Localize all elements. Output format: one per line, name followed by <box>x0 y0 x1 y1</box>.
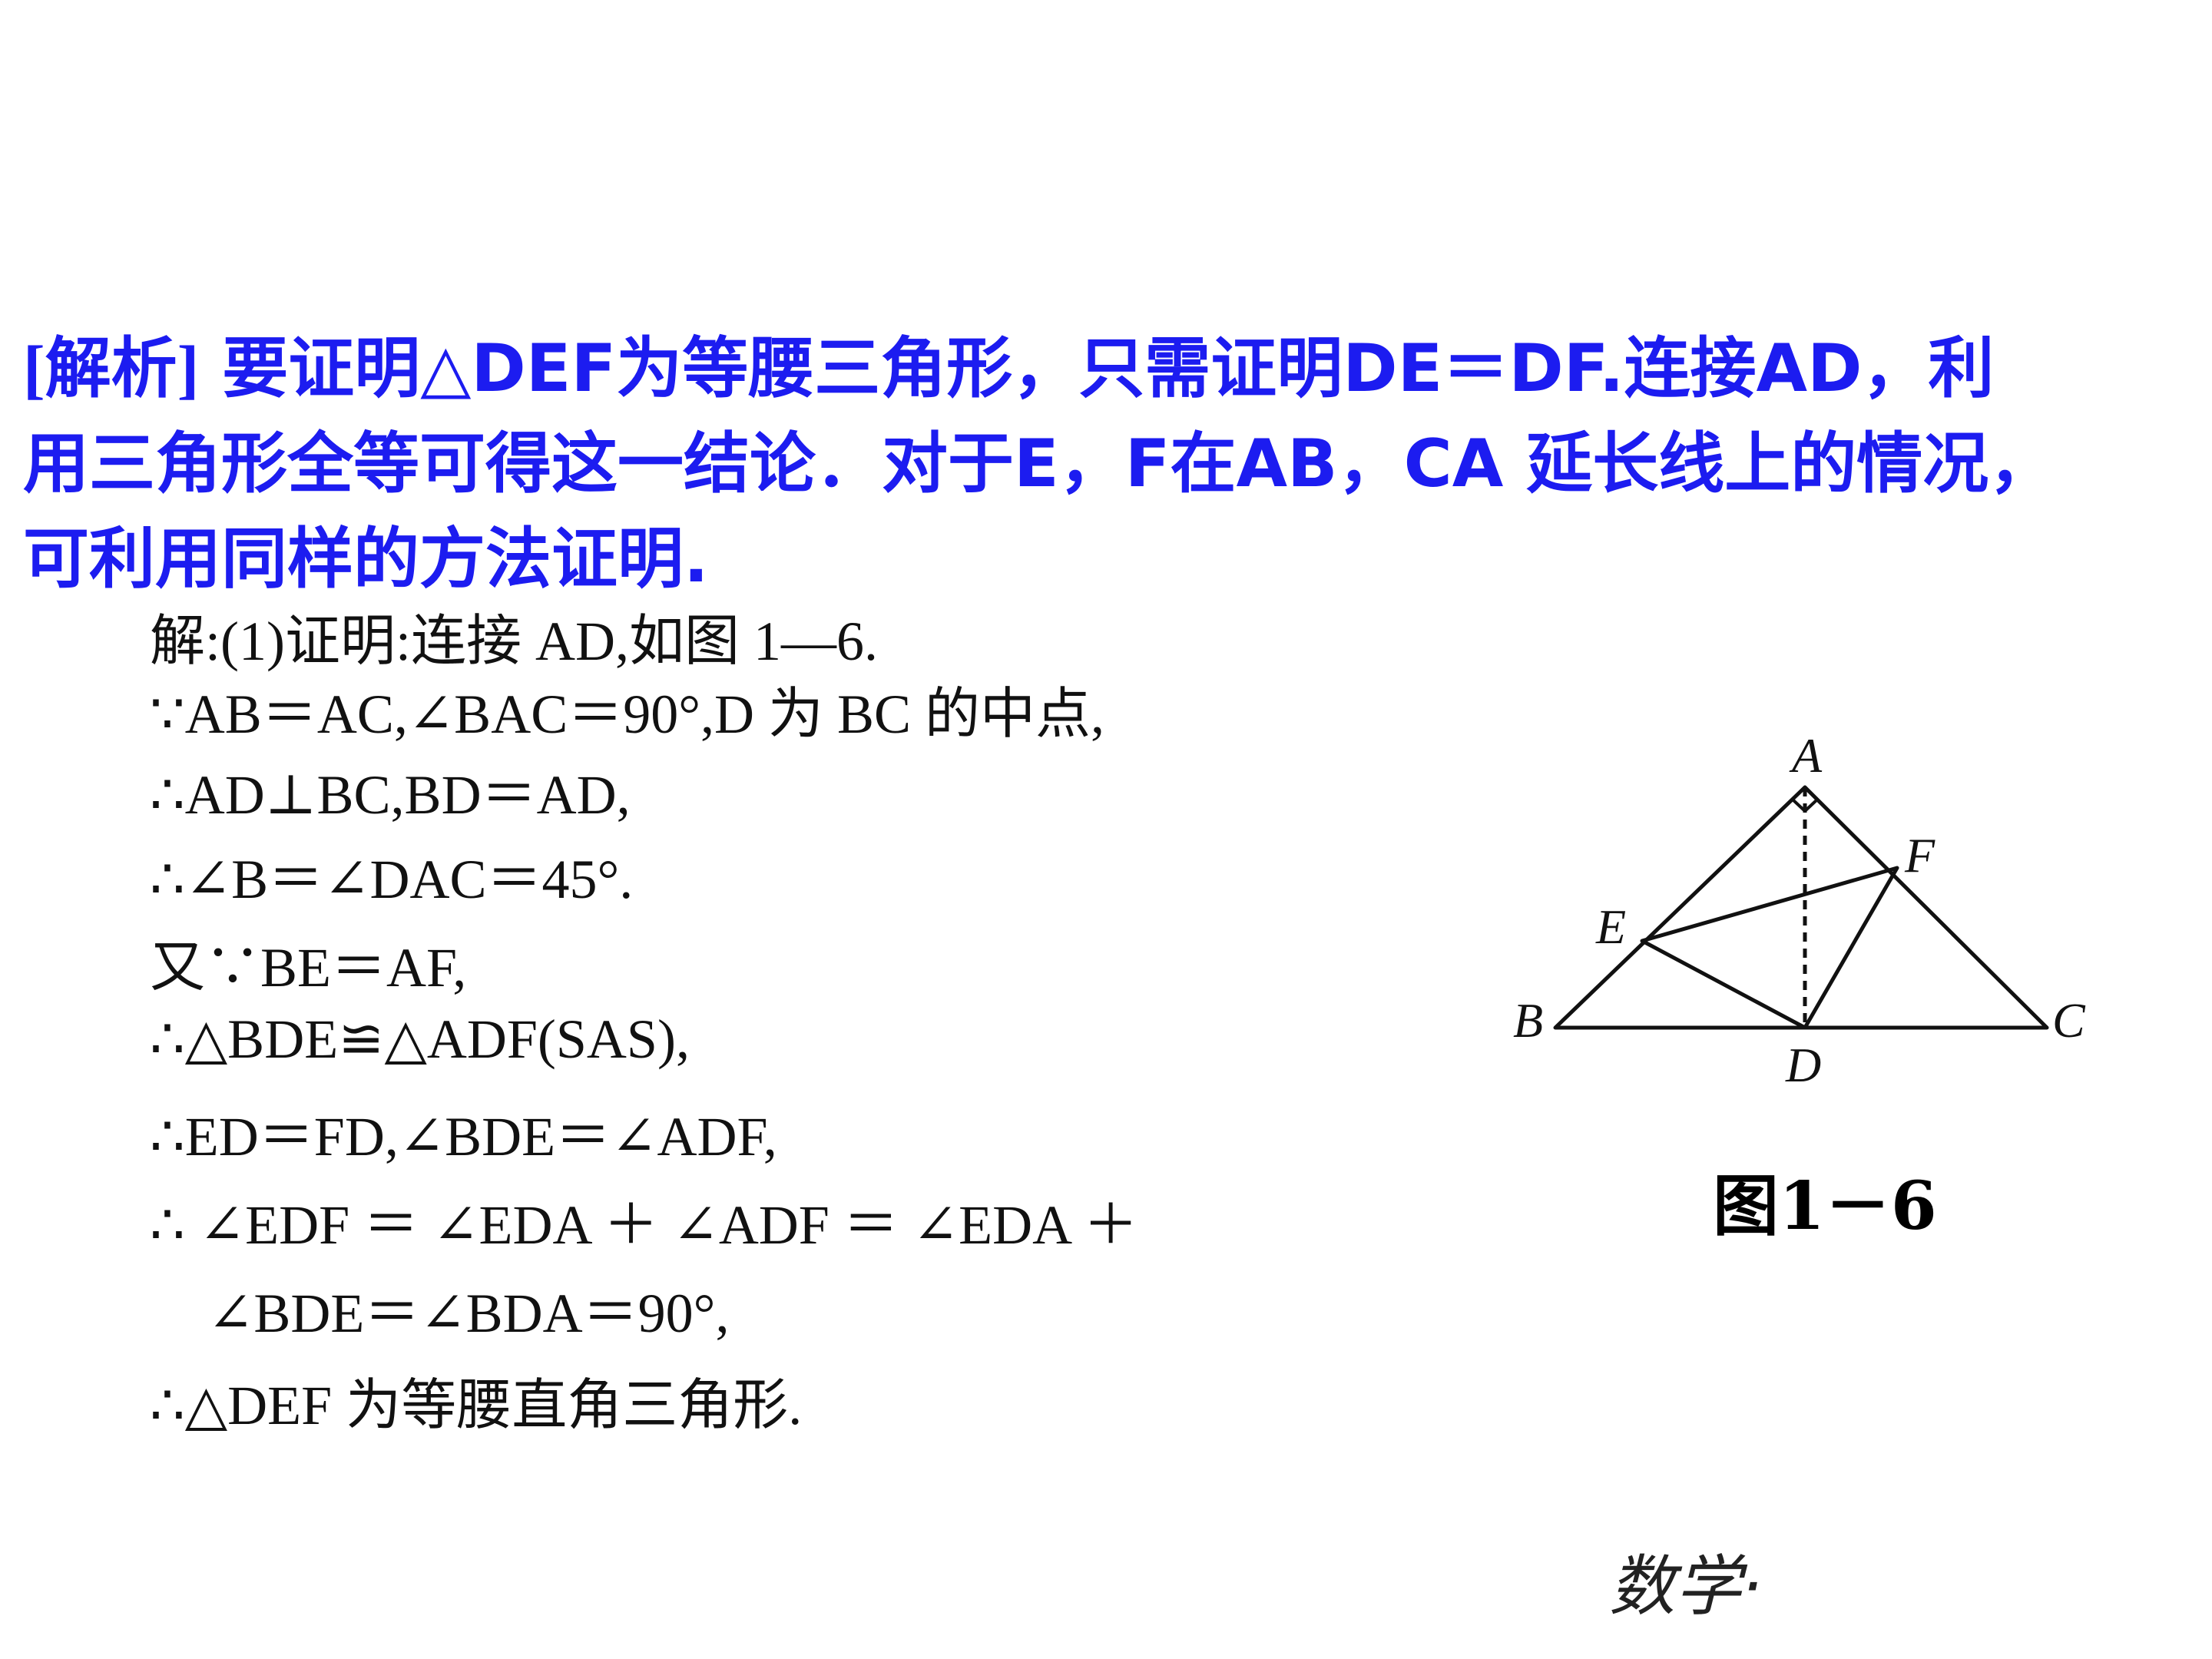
label-f: F <box>1904 828 1936 882</box>
label-d: D <box>1785 1038 1821 1092</box>
triangle-def <box>1640 866 1899 1030</box>
analysis-paragraph: [解析] 要证明△DEF为等腰三角形，只需证明DE＝DF.连接AD，利 用三角形… <box>23 321 2197 607</box>
analysis-line-2: 用三角形全等可得这一结论．对于E，F在AB，CA 延长线上的情况， <box>23 426 2055 502</box>
analysis-line-3: 可利用同样的方法证明. <box>23 521 709 598</box>
geometry-figure: A B C D E F <box>1513 728 2086 1092</box>
solution-line-1: ∵AB＝AC,∠BAC＝90°,D 为 BC 的中点, <box>150 684 1105 745</box>
solution-line-4: 又∵BE＝AF, <box>150 937 467 998</box>
solution-line-0: 解:(1)证明:连接 AD,如图 1—6. <box>150 611 878 672</box>
solution-line-7: ∴ ∠EDF ＝ ∠EDA ＋ ∠ADF ＝ ∠EDA ＋ <box>150 1194 1139 1256</box>
label-a: A <box>1789 728 1823 783</box>
figure-caption: 图1－6 <box>1713 1167 1937 1245</box>
label-c: C <box>2052 993 2086 1048</box>
solution-line-5: ∴△BDE≌△ADF(SAS), <box>150 1008 690 1070</box>
solution-line-3: ∴∠B＝∠DAC＝45°. <box>150 849 634 910</box>
analysis-line-1: [解析] 要证明△DEF为等腰三角形，只需证明DE＝DF.连接AD，利 <box>23 330 1995 407</box>
footer-subject: 数学· <box>1609 1548 1763 1625</box>
label-e: E <box>1595 899 1626 954</box>
solution-line-9: ∴△DEF 为等腰直角三角形. <box>150 1375 803 1436</box>
solution-line-2: ∴AD⊥BC,BD＝AD, <box>150 764 631 826</box>
label-b: B <box>1513 993 1543 1048</box>
right-angle-mark <box>1791 798 1819 813</box>
solution-line-6: ∴ED＝FD,∠BDE＝∠ADF, <box>150 1106 777 1167</box>
analysis-tag: [解析] <box>23 332 200 406</box>
triangle-abc <box>1553 785 2049 1030</box>
solution-line-8: ∠BDE＝∠BDA＝90°, <box>207 1283 730 1344</box>
